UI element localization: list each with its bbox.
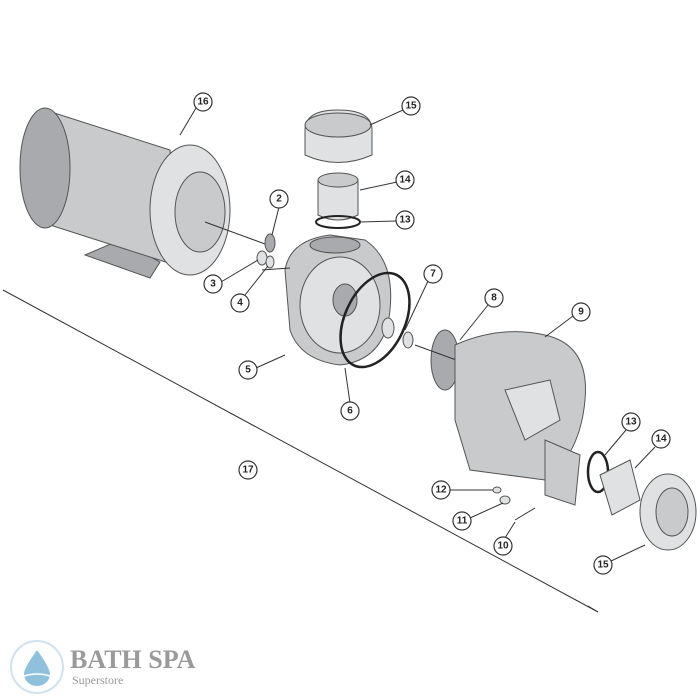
motor xyxy=(19,107,266,279)
svg-text:11: 11 xyxy=(457,516,468,527)
svg-text:15: 15 xyxy=(597,560,609,571)
callout-13: 13 xyxy=(395,210,415,230)
svg-text:3: 3 xyxy=(210,279,216,290)
callout-4: 4 xyxy=(230,293,250,313)
svg-text:14: 14 xyxy=(399,175,411,186)
washer xyxy=(256,250,268,266)
housing-o-ring xyxy=(339,271,411,369)
svg-text:7: 7 xyxy=(430,269,436,280)
callout-10: 10 xyxy=(493,536,513,556)
callout-5: 5 xyxy=(238,360,258,380)
svg-text:17: 17 xyxy=(242,465,254,476)
callout-3: 3 xyxy=(203,274,223,294)
svg-text:13: 13 xyxy=(625,417,637,428)
svg-text:2: 2 xyxy=(276,194,282,205)
callout-7: 7 xyxy=(423,264,443,284)
svg-text:6: 6 xyxy=(347,406,353,417)
svg-text:12: 12 xyxy=(435,485,447,496)
callout-15-side: 15 xyxy=(593,555,613,575)
svg-text:8: 8 xyxy=(491,293,497,304)
bath-spa-logo: BATH SPA Superstore xyxy=(10,640,195,694)
callout-8: 8 xyxy=(484,288,504,308)
svg-text:9: 9 xyxy=(578,307,584,318)
callout-16: 16 xyxy=(193,92,213,112)
callout-13-side: 13 xyxy=(621,412,641,432)
callout-14-side: 14 xyxy=(651,429,671,449)
callout-11: 11 xyxy=(452,511,472,531)
callout-6: 6 xyxy=(340,401,360,421)
callout-15: 15 xyxy=(401,96,421,116)
svg-text:4: 4 xyxy=(237,298,243,309)
svg-text:14: 14 xyxy=(655,434,667,445)
svg-text:5: 5 xyxy=(245,365,251,376)
svg-text:15: 15 xyxy=(405,101,417,112)
callout-14: 14 xyxy=(395,170,415,190)
tailpiece-top xyxy=(317,179,359,221)
pump-housing xyxy=(261,234,392,366)
washer xyxy=(265,255,275,269)
seal-assembly xyxy=(381,317,395,339)
callout-17: 17 xyxy=(238,460,258,480)
callout-12: 12 xyxy=(431,480,451,500)
callout-2: 2 xyxy=(269,189,289,209)
impeller xyxy=(414,329,471,391)
svg-text:10: 10 xyxy=(497,541,509,552)
svg-text:16: 16 xyxy=(197,97,209,108)
leader-lines xyxy=(179,107,656,562)
logo-name: BATH SPA xyxy=(70,644,196,674)
logo-tagline: Superstore xyxy=(72,672,124,687)
callout-9: 9 xyxy=(571,302,591,322)
tailpiece-side xyxy=(599,459,641,516)
seal-ring xyxy=(264,233,276,253)
svg-text:13: 13 xyxy=(399,215,411,226)
assembly-bracket-line xyxy=(2,289,599,613)
volute-face-plate xyxy=(454,331,586,506)
water-drop-icon xyxy=(10,640,64,694)
